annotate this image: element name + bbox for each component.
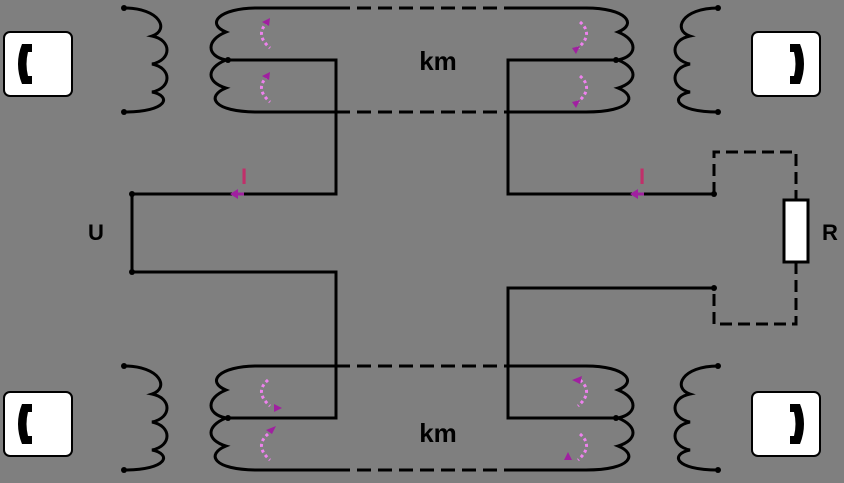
- telephone-bottom-right: [751, 391, 821, 457]
- curved-arrow-icon: [564, 452, 572, 460]
- curved-arrow-icon: [572, 376, 582, 384]
- telephone-handset-icon: [790, 404, 804, 444]
- current-label-left: I: [241, 164, 247, 189]
- telephone-top-left: [3, 31, 73, 97]
- resistor: [782, 198, 810, 264]
- curved-arrow-icon: [262, 18, 270, 26]
- curved-arrow-icon: [260, 20, 272, 50]
- curved-arrow-icon: [260, 378, 272, 408]
- curved-arrow-icon: [274, 404, 282, 412]
- telephone-handset-icon: [18, 404, 32, 444]
- resistor-branch: R: [711, 150, 838, 326]
- curved-arrow-icon: [260, 74, 272, 104]
- top-line-group: km: [3, 5, 821, 197]
- current-label-right: I: [639, 164, 645, 189]
- curved-arrow-icon: [262, 72, 270, 80]
- km-label-bottom: km: [419, 418, 457, 448]
- coil-top-left-outer: [123, 6, 169, 114]
- telephone-bottom-left: [3, 391, 73, 457]
- telephone-handset-icon: [790, 44, 804, 84]
- km-label-top: km: [419, 46, 457, 76]
- coil-bottom-left-outer: [123, 364, 169, 472]
- resistor-label: R: [822, 220, 838, 245]
- coil-bottom-left-inner: [209, 364, 259, 472]
- telephone-handset-icon: [18, 44, 32, 84]
- telephone-top-right: [751, 31, 821, 97]
- curved-arrow-icon: [572, 100, 580, 108]
- source-branch: U I I: [88, 164, 645, 275]
- coil-bottom-right-outer: [673, 364, 719, 472]
- curved-arrow-icon: [572, 46, 580, 54]
- voltage-label: U: [88, 220, 104, 245]
- curved-arrow-icon: [576, 20, 588, 50]
- curved-arrow-icon: [266, 426, 276, 434]
- curved-arrow-icon: [576, 74, 588, 104]
- curved-arrow-icon: [576, 432, 588, 462]
- coil-bottom-right-inner: [585, 364, 635, 472]
- coil-top-right-outer: [673, 6, 719, 114]
- curved-arrow-icon: [576, 378, 588, 408]
- bottom-line-group: km: [3, 270, 821, 473]
- curved-arrow-icon: [260, 432, 272, 462]
